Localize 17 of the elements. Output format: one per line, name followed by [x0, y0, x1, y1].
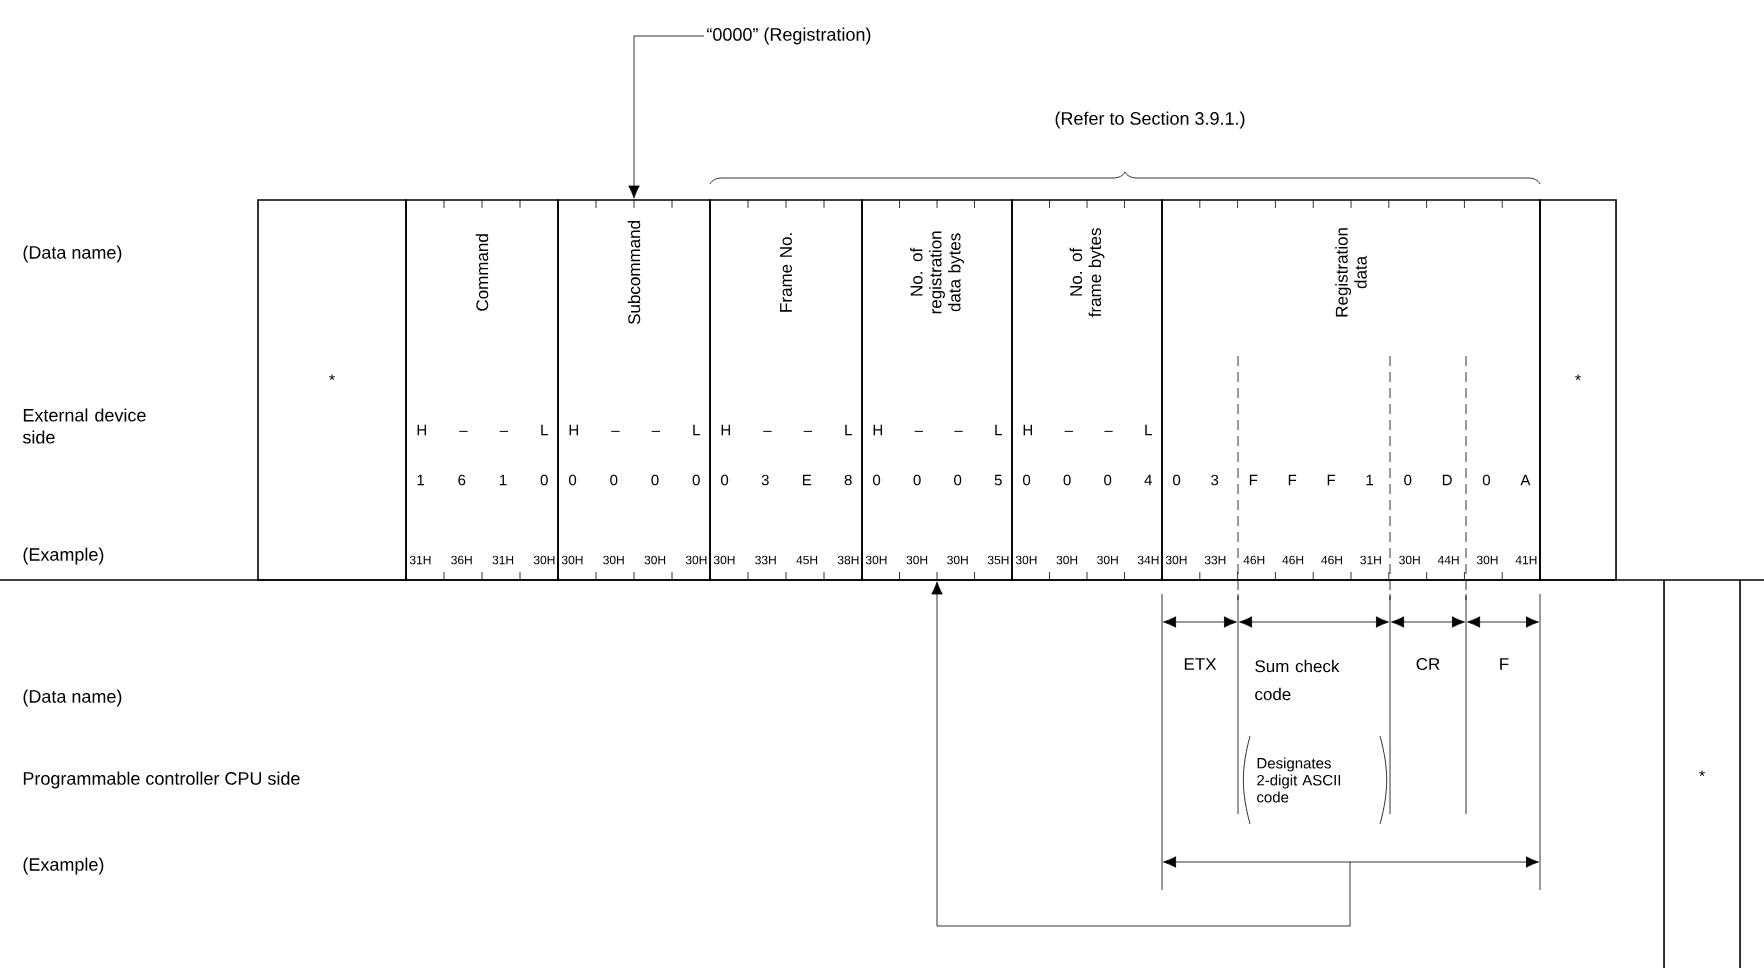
label: (Example) — [23, 547, 104, 565]
label: Sum check code — [1255, 659, 1340, 701]
table-cell: * — [257, 199, 407, 581]
label: Programmable controller CPU side — [23, 771, 300, 789]
table-cell: * — [1539, 199, 1617, 581]
label: CR — [1416, 658, 1440, 670]
arrow — [931, 581, 1351, 927]
label: F — [1500, 658, 1509, 670]
label: (Data name) — [23, 245, 122, 263]
note-text: “0000” (Registration) — [707, 27, 871, 45]
arrow — [628, 35, 705, 199]
label: External device side — [22, 408, 146, 444]
label: (Example) — [23, 857, 104, 875]
table-cell: * — [1663, 579, 1741, 968]
label: ETX — [1184, 658, 1217, 670]
label: (Refer to Section 3.9.1.) — [1055, 111, 1245, 129]
label: (Data name) — [23, 689, 122, 707]
